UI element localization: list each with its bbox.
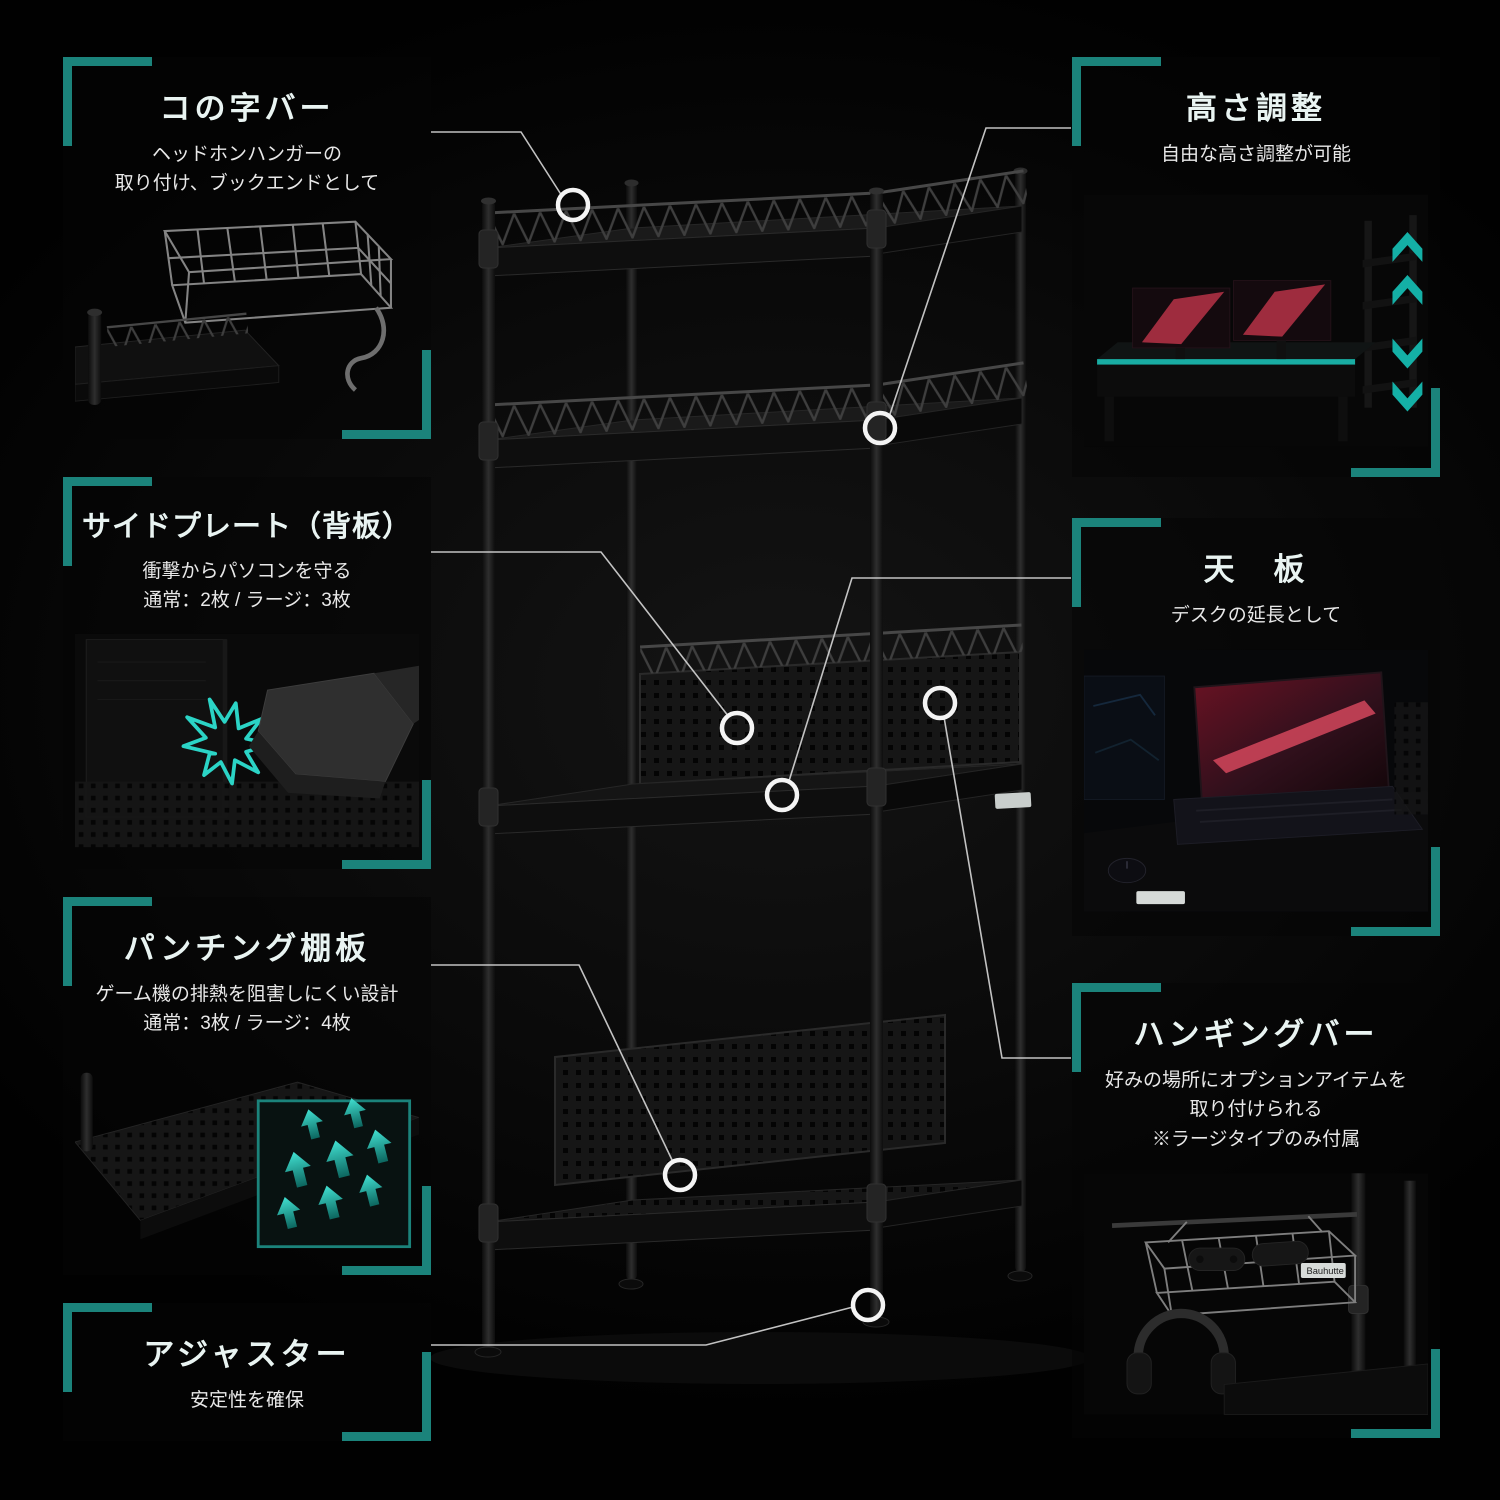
feature-card-hanging-bar: ハンギングバー 好みの場所にオプションアイテムを 取り付けられる ※ラージタイプ… [1072,983,1440,1438]
impact-burst-icon [181,697,275,786]
callout-lines [431,127,1071,1346]
rack-hanging-bar-wire [639,623,1023,674]
feature-desc-line: 通常：3枚 / ラージ：4枚 [143,1013,351,1035]
brand-tag [994,792,1032,809]
callout-markers [555,187,958,1323]
callout-line [431,131,563,197]
mouse [1107,858,1147,884]
feature-desc-punched-shelf: ゲーム機の排熱を阻害しにくい設計 通常：3枚 / ラージ：4枚 [77,980,417,1039]
feature-title-u-bar: コの字バー [159,91,335,126]
feature-desc-line: ※ラージタイプのみ付属 [1151,1128,1361,1150]
mini-rack [1362,215,1417,409]
rack-lower-side-plate [554,1013,946,1187]
callout-marker-adjuster [850,1287,886,1323]
callout-marker-top-board [764,777,800,813]
feature-desc-line: 通常：2枚 / ラージ：3枚 [143,590,351,612]
feature-title-punched-shelf: パンチング棚板 [123,931,371,966]
feature-desc-hanging-bar: 好みの場所にオプションアイテムを 取り付けられる ※ラージタイプのみ付属 [1086,1066,1426,1154]
callout-line [943,716,1071,1059]
rack-pole [80,1072,93,1152]
airflow-inset [256,1095,412,1248]
feature-desc-line: 衝撃からパソコンを守る [142,561,352,582]
rack-second-shelf [487,361,1029,469]
callout-marker-side-plate [719,710,755,746]
feature-desc-line: ヘッドホンハンガーの [151,144,342,165]
feature-desc-line: 好みの場所にオプションアイテムを [1104,1070,1408,1091]
feature-card-top-board: 天 板 デスクの延長として [1072,518,1440,936]
headphone-hook-icon [345,306,387,392]
feature-desc-height-adjust: 自由な高さ調整が可能 [1086,140,1426,169]
side-monitor [1084,676,1165,801]
feature-desc-u-bar: ヘッドホンハンガーの 取り付け、ブックエンドとして [77,140,417,199]
feature-desc-line: 安定性を確保 [189,1390,304,1411]
callout-marker-hanging-bar [922,685,958,721]
brand-tag-text: Bauhutte [1306,1267,1343,1277]
feature-image-top-board [1084,640,1428,922]
rack-mid-shelf [487,763,1032,835]
feature-title-adjuster: アジャスター [143,1337,351,1372]
hanging-bar [1111,1212,1358,1229]
feature-card-height-adjust: 高さ調整 自由な高さ調整が可能 [1072,57,1440,477]
perforated-plate [1394,702,1428,815]
feature-image-punched-shelf [75,1049,419,1261]
feature-card-punched-shelf: パンチング棚板 ゲーム機の排熱を阻害しにくい設計 通常：3枚 / ラージ：4枚 [63,897,431,1275]
feature-desc-line: 取り付けられる [1189,1099,1323,1121]
rack-top-shelf [487,169,1029,277]
desk-accent-edge [1097,359,1356,366]
rack-front-poles [474,187,1033,1358]
dual-monitors [1132,280,1332,360]
feature-desc-line: 自由な高さ調整が可能 [1160,144,1351,165]
feature-desc-line: デスクの延長として [1170,605,1342,626]
feature-desc-adjuster: 安定性を確保 [77,1386,417,1415]
feature-desc-side-plate: 衝撃からパソコンを守る 通常：2枚 / ラージ：3枚 [77,557,417,616]
feature-card-adjuster: アジャスター 安定性を確保 [63,1303,431,1441]
feature-image-u-bar [75,209,419,425]
callout-line [888,127,1071,418]
floor-shadow [430,1332,1090,1384]
callout-marker-u-bar [555,187,591,223]
feature-title-height-adjust: 高さ調整 [1186,91,1326,126]
feature-desc-top-board: デスクの延長として [1086,601,1426,630]
brand-tag [1300,1263,1346,1279]
brand-tag [1136,891,1185,905]
rack-mid-side-plate [639,650,1021,786]
feature-image-side-plate [75,626,419,855]
callout-marker-punched-shelf [662,1157,698,1193]
feature-title-top-board: 天 板 [1203,552,1309,587]
gaming-desk [1097,342,1376,442]
feature-title-side-plate: サイドプレート（背板） [81,511,412,543]
callout-line [788,577,1071,782]
feature-card-side-plate: サイドプレート（背板） 衝撃からパソコンを守る 通常：2枚 / ラージ：3枚 [63,477,431,869]
shelf-corner [75,308,280,405]
feature-image-height-adjust [1084,179,1428,463]
feature-image-hanging-bar: Bauhutte [1084,1164,1428,1424]
game-controllers [1188,1241,1309,1272]
feature-card-u-bar: コの字バー ヘッドホンハンガーの 取り付け、ブックエンドとして [63,57,431,439]
feature-title-hanging-bar: ハンギングバー [1133,1017,1379,1052]
kicking-foot [248,665,419,799]
desk-edge [1223,1363,1428,1416]
callout-line [431,1306,854,1346]
callout-marker-height [862,410,898,446]
rack-bottom-shelf [487,1179,1023,1251]
feature-desc-line: 取り付け、ブックエンドとして [114,173,380,195]
feature-desc-line: ゲーム機の排熱を阻害しにくい設計 [95,984,399,1005]
rack-pole [1403,1181,1416,1415]
callout-line [431,964,674,1163]
gaming-laptop [1173,671,1424,846]
wire-basket-icon [162,220,394,324]
callout-line [431,551,730,718]
